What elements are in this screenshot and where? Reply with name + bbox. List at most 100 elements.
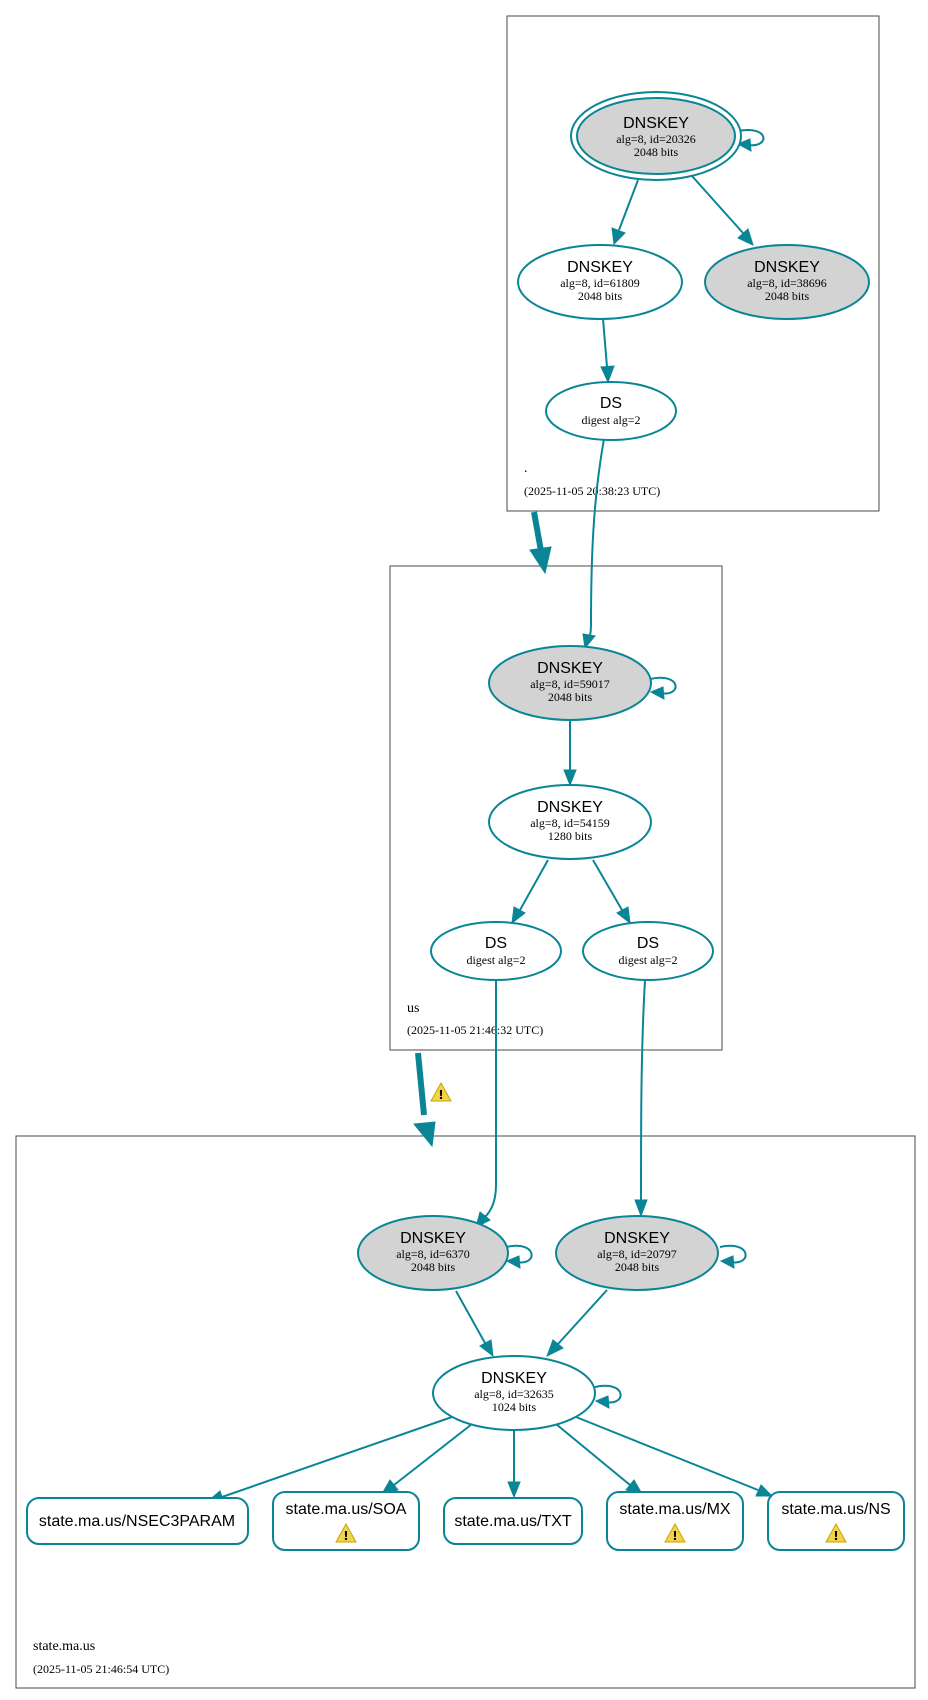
arrow-st-6370-self [505, 1255, 521, 1269]
edge-st-zsk-to-soa [393, 1423, 473, 1486]
warning-icon[interactable]: ! [825, 1522, 847, 1543]
rrset-nsec3param[interactable]: state.ma.us/NSEC3PARAM [26, 1497, 249, 1545]
zone-state-timestamp: (2025-11-05 21:46:54 UTC) [33, 1662, 169, 1676]
edge-st-zsk-to-mx [555, 1423, 631, 1486]
dnskey-node-59017[interactable]: DNSKEY alg=8, id=59017 2048 bits [488, 645, 652, 721]
arrow-st-20797-to-zsk [546, 1339, 564, 1358]
rrset-label: state.ma.us/SOA [286, 1501, 407, 1518]
node-alg: alg=8, id=6370 [396, 1247, 470, 1261]
arrow-root-61809-to-ds [600, 365, 615, 384]
root-edges [582, 129, 765, 650]
node-alg: alg=8, id=20326 [616, 132, 696, 146]
zone-root-timestamp: (2025-11-05 20:38:23 UTC) [524, 484, 660, 498]
node-bits: 2048 bits [615, 1260, 660, 1274]
node-alg: alg=8, id=59017 [530, 677, 610, 691]
rrset-ns[interactable]: state.ma.us/NS ! [767, 1491, 905, 1551]
node-alg: alg=8, id=54159 [530, 816, 610, 830]
edge-st-zsk-to-ns [575, 1416, 759, 1491]
ds-node-us-2[interactable]: DS digest alg=2 [582, 921, 714, 981]
zone-us-timestamp: (2025-11-05 21:46:32 UTC) [407, 1023, 543, 1037]
node-alg: alg=8, id=20797 [597, 1247, 677, 1261]
node-alg: alg=8, id=38696 [747, 276, 827, 290]
node-title: DNSKEY [604, 1230, 670, 1247]
svg-text:!: ! [672, 1529, 677, 1543]
arrow-us-54159-to-ds1 [511, 906, 526, 925]
edge-st-zsk-to-nsec3param [221, 1416, 453, 1498]
zone-us: us (2025-11-05 21:46:32 UTC) [389, 565, 723, 1051]
zone-root: . (2025-11-05 20:38:23 UTC) [506, 15, 880, 512]
zone-state: state.ma.us (2025-11-05 21:46:54 UTC) [15, 1135, 916, 1689]
arrow-delegation-root-to-us [529, 546, 552, 575]
node-alg: alg=8, id=61809 [560, 276, 640, 290]
edge-us-ksk-self [649, 676, 677, 695]
delegation-root-to-us [531, 511, 544, 552]
edge-st-6370-self [505, 1244, 533, 1264]
dnskey-node-20326[interactable]: DNSKEY alg=8, id=20326 2048 bits [570, 91, 742, 181]
warning-icon[interactable]: ! [664, 1522, 686, 1543]
svg-text:!: ! [438, 1088, 443, 1102]
edge-root-ksk-to-38696 [691, 175, 744, 234]
node-title: DNSKEY [400, 1230, 466, 1247]
rrset-label: state.ma.us/NS [781, 1501, 890, 1518]
arrow-st-zsk-to-ns [755, 1484, 774, 1497]
rrset-txt[interactable]: state.ma.us/TXT [443, 1497, 583, 1545]
node-digest: digest alg=2 [466, 953, 525, 967]
ds-node-us-1[interactable]: DS digest alg=2 [430, 921, 562, 981]
dnskey-node-61809[interactable]: DNSKEY alg=8, id=61809 2048 bits [517, 244, 683, 320]
rrset-label: state.ma.us/TXT [454, 1513, 572, 1530]
node-bits: 2048 bits [578, 289, 623, 303]
node-title: DNSKEY [754, 259, 820, 276]
zone-root-box [506, 15, 880, 512]
edge-st-zsk-self [594, 1384, 622, 1404]
node-title: DS [600, 395, 622, 412]
node-bits: 2048 bits [411, 1260, 456, 1274]
node-title: DS [637, 935, 659, 952]
arrow-st-zsk-to-txt [507, 1481, 521, 1499]
dnskey-node-32635[interactable]: DNSKEY alg=8, id=32635 1024 bits [432, 1355, 596, 1431]
warning-icon[interactable]: ! [430, 1081, 452, 1102]
dnskey-node-6370[interactable]: DNSKEY alg=8, id=6370 2048 bits [357, 1215, 509, 1291]
arrow-root-ds-to-us-ksk [582, 633, 596, 650]
arrow-us-ksk-to-54159 [563, 769, 577, 787]
node-digest: digest alg=2 [618, 953, 677, 967]
arrow-root-ksk-self [736, 138, 752, 152]
node-title: DNSKEY [481, 1370, 547, 1387]
rrset-mx[interactable]: state.ma.us/MX ! [606, 1491, 744, 1551]
arrow-st-6370-to-zsk [479, 1339, 494, 1358]
arrow-root-ksk-to-61809 [611, 227, 626, 246]
arrow-st-zsk-self [594, 1395, 610, 1409]
arrow-us-ksk-self [649, 686, 665, 700]
ds-node-root[interactable]: DS digest alg=2 [545, 381, 677, 441]
node-bits: 2048 bits [634, 145, 679, 159]
state-edges [205, 1244, 774, 1504]
edge-us-54159-to-ds1 [519, 859, 549, 911]
zone-us-box [389, 565, 723, 1051]
node-bits: 2048 bits [548, 690, 593, 704]
edge-root-ds-to-us-ksk [586, 438, 605, 646]
edge-root-ksk-to-61809 [618, 179, 639, 231]
arrow-root-ksk-to-38696 [737, 228, 754, 246]
dnskey-node-20797[interactable]: DNSKEY alg=8, id=20797 2048 bits [555, 1215, 719, 1291]
us-edges [475, 676, 677, 1228]
dnskey-node-54159[interactable]: DNSKEY alg=8, id=54159 1280 bits [488, 784, 652, 860]
node-digest: digest alg=2 [581, 413, 640, 427]
zone-state-name: state.ma.us [33, 1639, 95, 1654]
edge-st-20797-self [719, 1244, 747, 1264]
delegation-us-to-state [415, 1052, 427, 1116]
node-bits: 1024 bits [492, 1400, 537, 1414]
edge-us-ds1-to-6370 [484, 980, 497, 1218]
node-bits: 2048 bits [765, 289, 810, 303]
arrow-us-54159-to-ds2 [616, 906, 631, 925]
node-title: DS [485, 935, 507, 952]
arrow-us-ds2-to-20797 [634, 1199, 648, 1218]
zone-us-name: us [407, 1001, 419, 1016]
node-title: DNSKEY [537, 660, 603, 677]
arrow-st-20797-self [719, 1255, 735, 1269]
node-title: DNSKEY [567, 259, 633, 276]
arrow-delegation-us-to-state [413, 1121, 436, 1148]
dnskey-node-38696[interactable]: DNSKEY alg=8, id=38696 2048 bits [704, 244, 870, 320]
edge-root-61809-to-ds [602, 318, 608, 368]
warning-icon[interactable]: ! [335, 1522, 357, 1543]
rrset-soa[interactable]: state.ma.us/SOA ! [272, 1491, 420, 1551]
